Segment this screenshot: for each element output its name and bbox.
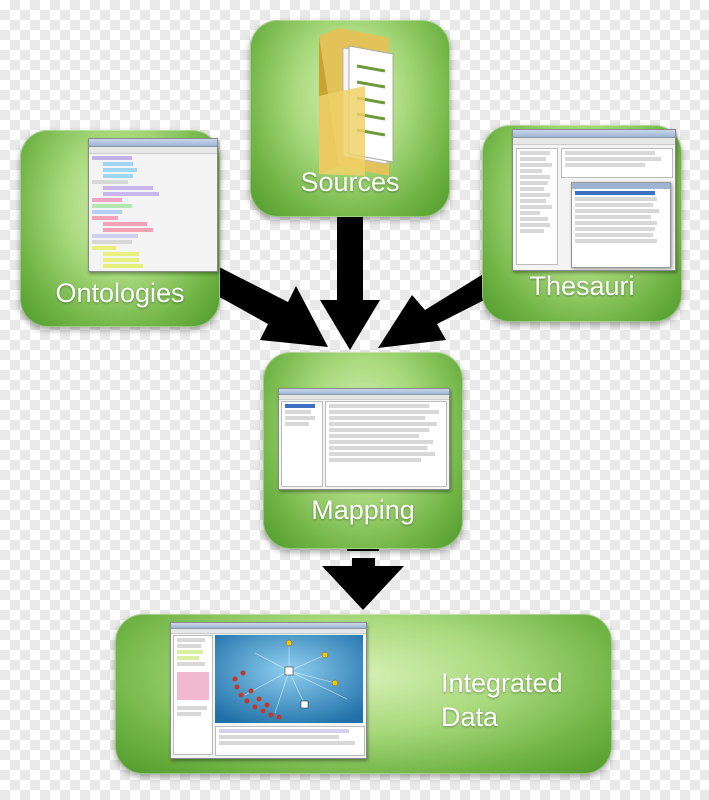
network-graph-canvas	[215, 635, 363, 723]
arrow-ontologies-to-mapping	[207, 267, 328, 347]
thesaurus-manager-screenshot	[512, 129, 676, 271]
integrated-data-label-line1: Integrated	[441, 668, 563, 698]
network-graph-screenshot	[170, 622, 367, 759]
ontologies-label: Ontologies	[55, 278, 185, 308]
arrow-thesauri-to-mapping	[378, 268, 504, 348]
sources-node: Sources	[250, 20, 450, 217]
ontology-tree-screenshot	[88, 138, 218, 272]
integrated-data-node: Integrated Data	[115, 614, 612, 774]
folder-icon	[319, 28, 394, 176]
arrow-sources-to-mapping	[320, 212, 380, 350]
mapping-node: Mapping	[263, 352, 463, 549]
arrow-mapping-to-integrated	[322, 558, 404, 610]
mapping-label: Mapping	[311, 495, 415, 525]
thesauri-label: Thesauri	[529, 271, 635, 301]
sources-label: Sources	[300, 167, 400, 197]
thesauri-node: Thesauri	[482, 125, 682, 322]
integrated-data-label-line2: Data	[441, 702, 499, 732]
ontologies-node: Ontologies	[20, 130, 220, 327]
mapping-tool-screenshot	[278, 388, 450, 490]
